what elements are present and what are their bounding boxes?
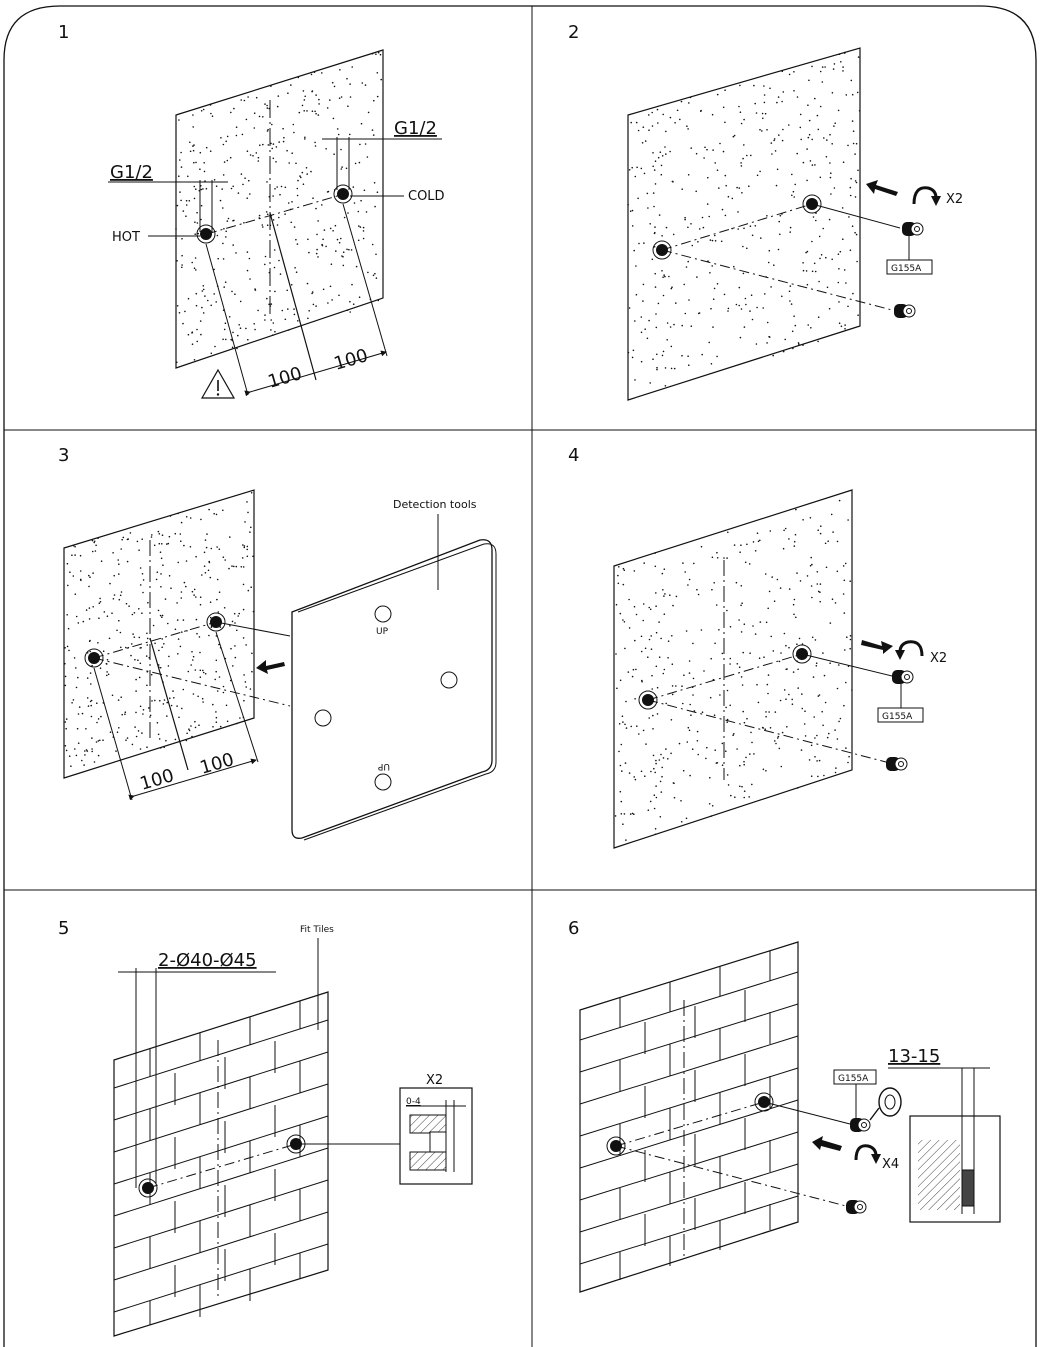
up-label-top: UP	[376, 627, 389, 637]
rotate-arrow-icon	[854, 1144, 878, 1161]
step-number: 6	[568, 918, 579, 939]
fitting-lower	[846, 1200, 867, 1214]
cold-inlet-ring	[333, 184, 353, 204]
step-6-panel: 6	[568, 918, 1001, 1293]
speckled-wall	[627, 47, 861, 401]
hot-inlet	[200, 228, 212, 240]
fitting-upper	[850, 1118, 871, 1132]
rotate-arrow-icon	[898, 640, 924, 657]
hot-inlet-ring	[196, 224, 216, 244]
warning-triangle-icon	[200, 368, 236, 399]
g-half-left-label: G1/2	[110, 162, 153, 183]
step-number: 3	[58, 445, 69, 466]
up-label-bottom: UP	[377, 761, 390, 771]
part-code-label: G155A	[882, 712, 913, 722]
speckled-wall	[613, 489, 853, 849]
count-label: X4	[882, 1157, 899, 1172]
step-5-panel: 5	[58, 918, 473, 1337]
fit-tiles-label: Fit Tiles	[300, 925, 334, 935]
outer-frame	[3, 5, 1037, 1347]
dim-100-right: 100	[198, 749, 237, 779]
tiled-wall	[579, 941, 799, 1293]
tile-depth-label: 13-15	[888, 1046, 940, 1067]
part-code-box	[833, 1069, 877, 1085]
fitting-upper	[892, 670, 914, 684]
tiled-wall	[113, 991, 329, 1337]
push-arrow-icon	[866, 180, 898, 196]
tile-depth-detail-box	[888, 1067, 1001, 1223]
speckled-wall	[175, 49, 384, 369]
pull-arrow-icon	[861, 640, 893, 654]
fitting-lower	[894, 304, 916, 318]
push-arrow-icon	[256, 660, 285, 674]
step-number: 2	[568, 22, 579, 43]
cold-inlet	[337, 188, 349, 200]
step-2-panel: 2 G155A X2	[568, 22, 963, 401]
step-number: 1	[58, 22, 69, 43]
part-code-box	[877, 707, 924, 723]
depth-label: 0-4	[406, 1097, 421, 1107]
wall-speckle	[614, 499, 853, 841]
step-3-panel: 3 100 100 UP UP Detection tools	[58, 445, 497, 841]
rotate-arrow-icon	[912, 186, 938, 205]
dim-100-right: 100	[332, 345, 371, 375]
step-4-panel: 4 G155A X2	[568, 445, 947, 849]
wall-speckle	[64, 492, 255, 767]
detection-tool-plate	[291, 539, 497, 841]
count-label: X2	[930, 651, 947, 666]
hole-axis-line	[206, 193, 345, 235]
g-half-right-label: G1/2	[394, 118, 437, 139]
detection-tools-label: Detection tools	[393, 498, 477, 511]
count-label: X2	[946, 192, 963, 207]
cold-label: COLD	[408, 189, 445, 204]
fitting-upper	[902, 222, 924, 236]
wall-speckle	[627, 51, 861, 387]
part-code-label: G155A	[891, 264, 922, 274]
step-1-panel: 1 G1/2 G1/2 HOT COLD 100 100	[58, 22, 445, 399]
step-number: 5	[58, 918, 69, 939]
dim-100-left: 100	[138, 765, 177, 795]
fitting-lower	[886, 757, 908, 771]
push-arrow-icon	[812, 1136, 842, 1151]
hot-label: HOT	[112, 230, 140, 245]
depth-detail-box	[399, 1087, 473, 1185]
hole-size-label: 2-Ø40-Ø45	[158, 950, 257, 971]
dim-100-left: 100	[266, 363, 305, 393]
step-number: 4	[568, 445, 579, 466]
part-code-box	[886, 259, 933, 275]
count-label: X2	[426, 1073, 443, 1088]
speckled-wall	[63, 489, 255, 779]
tape-roll-icon	[869, 1087, 902, 1121]
part-code-label: G155A	[838, 1074, 869, 1084]
